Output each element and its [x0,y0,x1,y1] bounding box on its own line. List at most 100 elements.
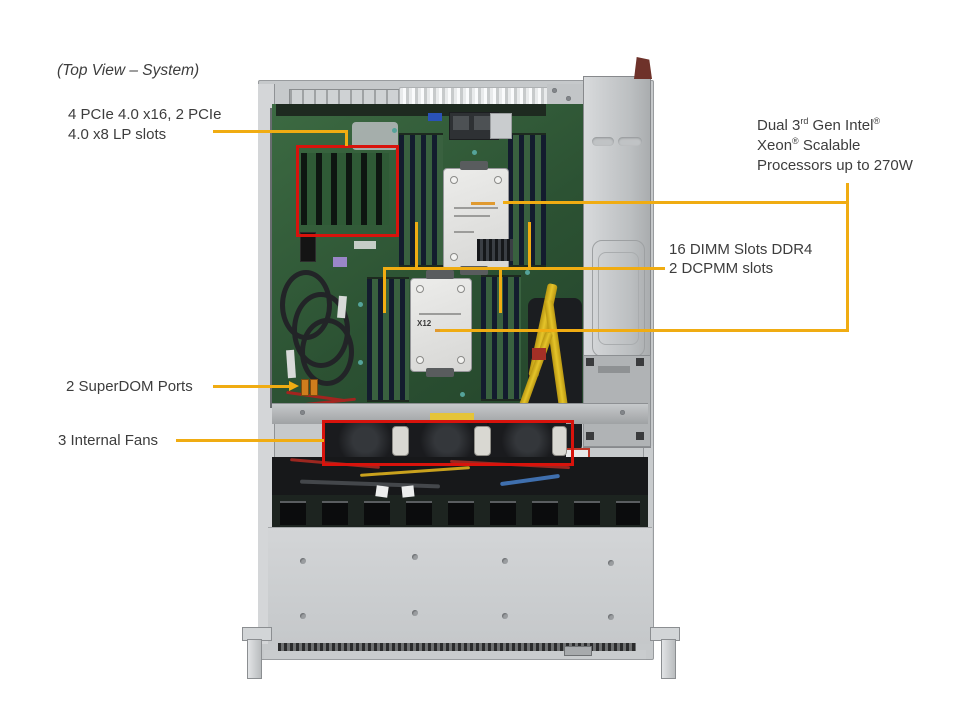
hs-screw [450,176,458,184]
psu-bracket-corner [636,358,644,366]
connector [532,501,558,525]
dimm-label-line1: 16 DIMM Slots DDR4 [669,241,813,258]
connector [280,501,306,525]
cpu1-bracket-bottom [460,266,488,275]
psu-bracket-corner [586,358,594,366]
psu-bay-emboss-inner [598,252,639,345]
hs-screw [416,356,424,364]
connector [448,501,474,525]
capacitor [392,128,397,133]
chipset-heatsink [477,239,513,261]
screw [608,614,614,620]
connector [322,501,348,525]
pcie-label-line1: 4 PCIe 4.0 x16, 2 PCIe [68,106,222,123]
cpu2-heatsink: X12 [410,278,472,372]
hs-marking [454,231,474,233]
lan-port [474,116,490,130]
usb-header [428,113,442,121]
cpu1-bracket-top [460,161,488,170]
io-emi-shield [490,113,512,139]
screw [412,554,418,560]
front-panel [268,527,652,644]
capacitor [525,270,530,275]
hs-screw [450,253,458,261]
connector [616,501,640,525]
screw [502,613,508,619]
superdom-label: 2 SuperDOM Ports [66,378,193,395]
connector [490,501,516,525]
cpu-label-line3: Processors up to 270W [757,157,913,174]
cpu-callout-line-h2 [440,329,849,332]
capacitor [472,150,477,155]
cable-loop [300,318,354,386]
cpu2-marking-text: X12 [417,319,432,328]
cpu-label-line2: Xeon® Scalable [757,136,861,155]
page-title: (Top View – System) [57,62,200,79]
hs-screw [416,285,424,293]
front-port [564,646,592,656]
hs-marking [454,207,498,209]
fans-label: 3 Internal Fans [58,432,159,449]
fan-clip [552,426,567,456]
screw [502,558,508,564]
screw [566,96,571,101]
hs-screw [457,356,465,364]
hs-orange-mark [471,202,495,205]
screw [300,613,306,619]
connector [574,501,600,525]
fan-tray-sticker [430,413,474,420]
hs-screw [494,176,502,184]
cmos-battery [333,257,347,267]
superdom-arrowhead-icon [289,381,299,391]
screw [300,410,305,415]
cpu2-bracket-bottom [426,368,454,377]
cpu-callout-line-h1 [503,201,849,204]
dimm-callout-tick-down-1 [383,267,386,313]
connector [406,501,432,525]
pcie-callout-line-h [213,130,348,133]
hs-marking [419,313,461,315]
power-connector [532,348,546,360]
fans-highlight-box [322,420,574,466]
cpu-callout-line-v [846,183,849,332]
cpu-label: Dual 3rd Gen Intel® Xeon® Scalable Proce… [757,116,913,176]
capacitor [358,360,363,365]
psu-bay-slot [618,137,642,146]
dimm-label: 16 DIMM Slots DDR4 2 DCPMM slots [669,240,812,278]
backplane-connector-row [272,495,648,529]
cpu-label-line1: Dual 3rd Gen Intel® [757,116,881,135]
superdom-callout-line [213,385,289,388]
cable-tag [401,485,415,498]
pcie-highlight-box [296,145,399,237]
capacitor [460,392,465,397]
fan-2 [407,423,487,457]
connector [364,501,390,525]
capacitor [358,302,363,307]
dimm-callout-tick-up-2 [528,222,531,270]
pcie-slots [301,153,389,225]
dimm-bank-3 [367,277,409,402]
hs-marking [454,215,490,217]
screw [608,560,614,566]
screw [300,558,306,564]
fans-callout-line [176,439,324,442]
psu-bracket-corner [586,432,594,440]
fan-row [325,423,567,457]
fan-1 [325,423,405,457]
rack-handle-right-leg [661,639,676,679]
pcie-label: 4 PCIe 4.0 x16, 2 PCIe 4.0 x8 LP slots [68,105,221,145]
psu-bracket-corner [636,432,644,440]
dimm-bank-1 [399,133,443,267]
ce-label [354,241,376,249]
dimm-callout-tick-down-2 [499,267,502,313]
psu-bracket-label [598,366,630,373]
hs-screw [457,285,465,293]
psu-bay-slot [592,137,614,146]
fan-clip [474,426,491,456]
psu-bay-latch [634,57,652,79]
dimm-callout-tick-up-1 [415,222,418,270]
superdom-port [301,379,309,396]
pcie-aux-connectors [300,232,316,262]
screw [412,610,418,616]
lan-port [453,116,469,130]
